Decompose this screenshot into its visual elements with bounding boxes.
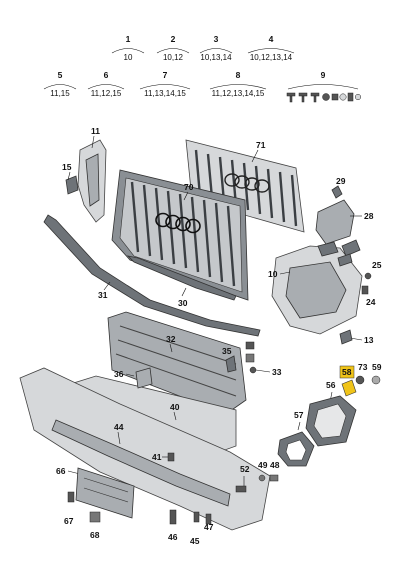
- callout-28: 28: [364, 211, 374, 221]
- group-refs: 11,12,13,14,15: [212, 89, 265, 98]
- group-number: 4: [269, 34, 274, 44]
- side-air-intake-cover: [271, 239, 363, 335]
- trim-strip-lower: [43, 214, 261, 337]
- group-refs: 11,12,15: [91, 89, 122, 98]
- callout-49: 49: [258, 460, 268, 470]
- callout-36: 36: [114, 369, 124, 379]
- callout-57: 57: [294, 410, 304, 420]
- mounting-bracket-right: [315, 185, 355, 245]
- callout-47: 47: [204, 522, 214, 532]
- grille-carrier: [107, 311, 247, 415]
- callout-52: 52: [240, 464, 250, 474]
- group-2: 2 10,12: [156, 34, 190, 62]
- group-6: 6 11,12,15: [87, 70, 125, 98]
- callout-35: 35: [222, 346, 232, 356]
- callout-56: 56: [326, 380, 336, 390]
- group-number: 6: [104, 70, 109, 80]
- callout-68: 68: [90, 530, 100, 540]
- group-number: 5: [58, 70, 63, 80]
- group-1: 1 10: [111, 34, 145, 62]
- group-refs: 10,12,13,14: [250, 53, 293, 62]
- trim-strip-upper: [126, 255, 237, 301]
- group-refs: 11,15: [50, 89, 70, 98]
- group-number: 7: [163, 70, 168, 80]
- group-number: 2: [171, 34, 176, 44]
- callout-29: 29: [336, 176, 346, 186]
- group-number: 1: [126, 34, 131, 44]
- group-8: 8 11,12,13,14,15: [209, 70, 267, 98]
- fog-light-frame: [305, 395, 357, 447]
- callout-13: 13: [364, 335, 374, 345]
- callout-44: 44: [114, 422, 124, 432]
- group-5: 5 11,15: [43, 70, 77, 98]
- callout-70: 70: [184, 182, 194, 192]
- callout-58: 58: [342, 367, 352, 377]
- group-3: 3 10,13,14: [199, 34, 233, 62]
- radiator-grille: [111, 169, 249, 301]
- callout-41: 41: [152, 452, 162, 462]
- callout-66: 66: [56, 466, 66, 476]
- group-refs: 10,12: [163, 53, 184, 62]
- brand-rings-icon: [155, 212, 201, 234]
- callout-25: 25: [372, 260, 382, 270]
- callout-32: 32: [166, 334, 176, 344]
- callout-24: 24: [366, 297, 376, 307]
- fog-light-bezel: [277, 431, 315, 467]
- group-7: 7 11,13,14,15: [139, 70, 191, 98]
- callout-15: 15: [62, 162, 72, 172]
- bracket-left: [65, 139, 107, 223]
- group-9: 9: [287, 70, 359, 90]
- callout-45: 45: [190, 536, 200, 546]
- callout-71: 71: [256, 140, 266, 150]
- callout-59: 59: [372, 362, 382, 372]
- callout-40: 40: [170, 402, 180, 412]
- fastener-set: [286, 92, 362, 103]
- group-refs: 11,13,14,15: [144, 89, 186, 98]
- license-plate-bracket: [75, 467, 135, 519]
- group-number: 8: [236, 70, 241, 80]
- group-refs: 10,13,14: [200, 53, 232, 62]
- group-number: 9: [321, 70, 326, 80]
- callout-46: 46: [168, 532, 178, 542]
- callout-33: 33: [272, 367, 282, 377]
- callout-67: 67: [64, 516, 74, 526]
- callout-73: 73: [358, 362, 368, 372]
- group-number: 3: [214, 34, 219, 44]
- callout-11: 11: [91, 126, 100, 136]
- bumper-cover: [19, 367, 271, 531]
- group-refs: 10: [124, 53, 133, 62]
- callout-48: 48: [270, 460, 280, 470]
- callout-30: 30: [178, 298, 188, 308]
- callout-10: 10: [268, 269, 278, 279]
- group-4: 4 10,12,13,14: [247, 34, 295, 62]
- callout-31: 31: [98, 290, 108, 300]
